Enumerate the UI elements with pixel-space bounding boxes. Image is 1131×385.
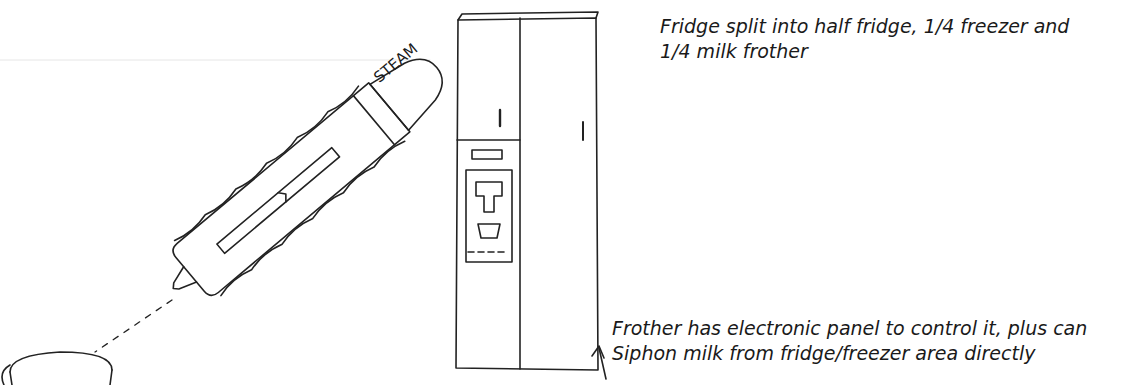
frother-spout: [476, 182, 502, 212]
cap-seam: [370, 84, 409, 130]
arrow-head: [592, 346, 604, 358]
annotation-note: Fridge split into half fridge, 1/4 freez…: [660, 14, 1100, 64]
fridge-split: [519, 18, 521, 369]
steam-wand: [150, 40, 460, 316]
wand-grip: [175, 86, 361, 243]
dispenser-recess: [466, 170, 512, 262]
wand-grip: [219, 139, 405, 296]
drip-tray: [468, 251, 504, 253]
fridge-sketch: [456, 12, 598, 370]
wand-window: [217, 148, 340, 254]
door-handle: [499, 110, 501, 126]
steam-jet: [95, 300, 172, 352]
freezer-split: [457, 139, 520, 141]
fridge-body: [456, 18, 598, 370]
wand-nozzle: [167, 267, 197, 296]
annotation-note: Frother has electronic panel to control …: [612, 316, 1127, 366]
cap-seam: [353, 96, 394, 145]
cap-label: STEAM: [370, 40, 421, 87]
cup-side: [10, 370, 112, 385]
control-panel: [472, 150, 502, 159]
frother-cup: [478, 224, 500, 238]
cup-handle: [2, 365, 10, 385]
cup-rim: [10, 352, 112, 372]
wand-mark: [278, 189, 290, 201]
wand-body: [170, 83, 410, 299]
door-handle: [582, 122, 584, 140]
paper-rule: [0, 60, 430, 61]
